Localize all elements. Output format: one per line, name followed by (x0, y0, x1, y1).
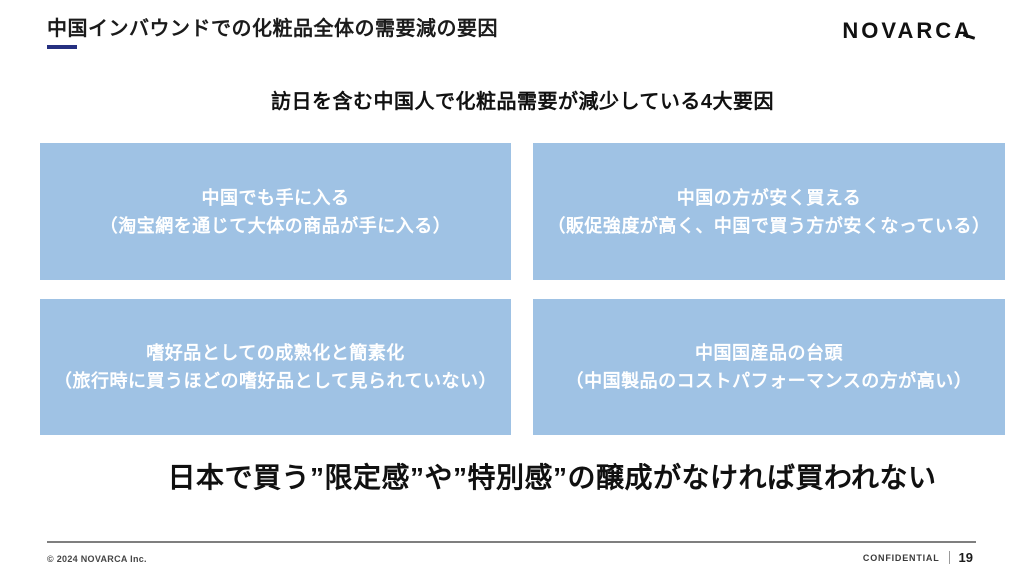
factor-box-2-detail: （販促強度が高く、中国で買う方が安くなっている） (547, 215, 991, 236)
factor-box-available-in-china: 中国でも手に入る （淘宝網を通じて大体の商品が手に入る） (40, 143, 511, 280)
factor-box-maturation-simplification: 嗜好品としての成熟化と簡素化 （旅行時に買うほどの嗜好品として見られていない） (40, 299, 511, 435)
novarca-logo: NOVARCA (842, 18, 976, 44)
factor-box-rise-of-chinese-products: 中国国産品の台頭 （中国製品のコストパフォーマンスの方が高い） (533, 299, 1005, 435)
factor-box-1-heading: 中国でも手に入る (201, 187, 350, 208)
factor-box-1-detail: （淘宝網を通じて大体の商品が手に入る） (99, 215, 452, 236)
conclusion-statement: 日本で買う”限定感”や”特別感”の醸成がなければ買われない (167, 462, 937, 493)
factor-box-cheaper-in-china: 中国の方が安く買える （販促強度が高く、中国で買う方が安くなっている） (533, 143, 1005, 280)
footer-divider-line (47, 541, 976, 543)
page-number: 19 (958, 550, 973, 565)
factor-box-3-heading: 嗜好品としての成熟化と簡素化 (146, 343, 405, 363)
factor-box-4-heading: 中国国産品の台頭 (695, 343, 843, 363)
footer-right-group: CONFIDENTIAL 19 (863, 550, 973, 565)
novarca-logo-text: NOVARCA (842, 18, 973, 43)
confidential-label: CONFIDENTIAL (862, 552, 940, 563)
title-accent-underline (47, 45, 77, 49)
factor-box-2-heading: 中国の方が安く買える (676, 187, 862, 208)
footer-copyright: © 2024 NOVARCA Inc. (47, 554, 147, 564)
factor-box-3-detail: （旅行時に買うほどの嗜好品として見られていない） (54, 371, 497, 391)
slide-subtitle: 訪日を含む中国人で化粧品需要が減少している4大要因 (270, 91, 775, 113)
footer-vertical-divider (948, 551, 950, 564)
factor-box-4-detail: （中国製品のコストパフォーマンスの方が高い） (565, 371, 973, 391)
slide-title: 中国インバウンドでの化粧品全体の需要減の要因 (47, 18, 498, 40)
